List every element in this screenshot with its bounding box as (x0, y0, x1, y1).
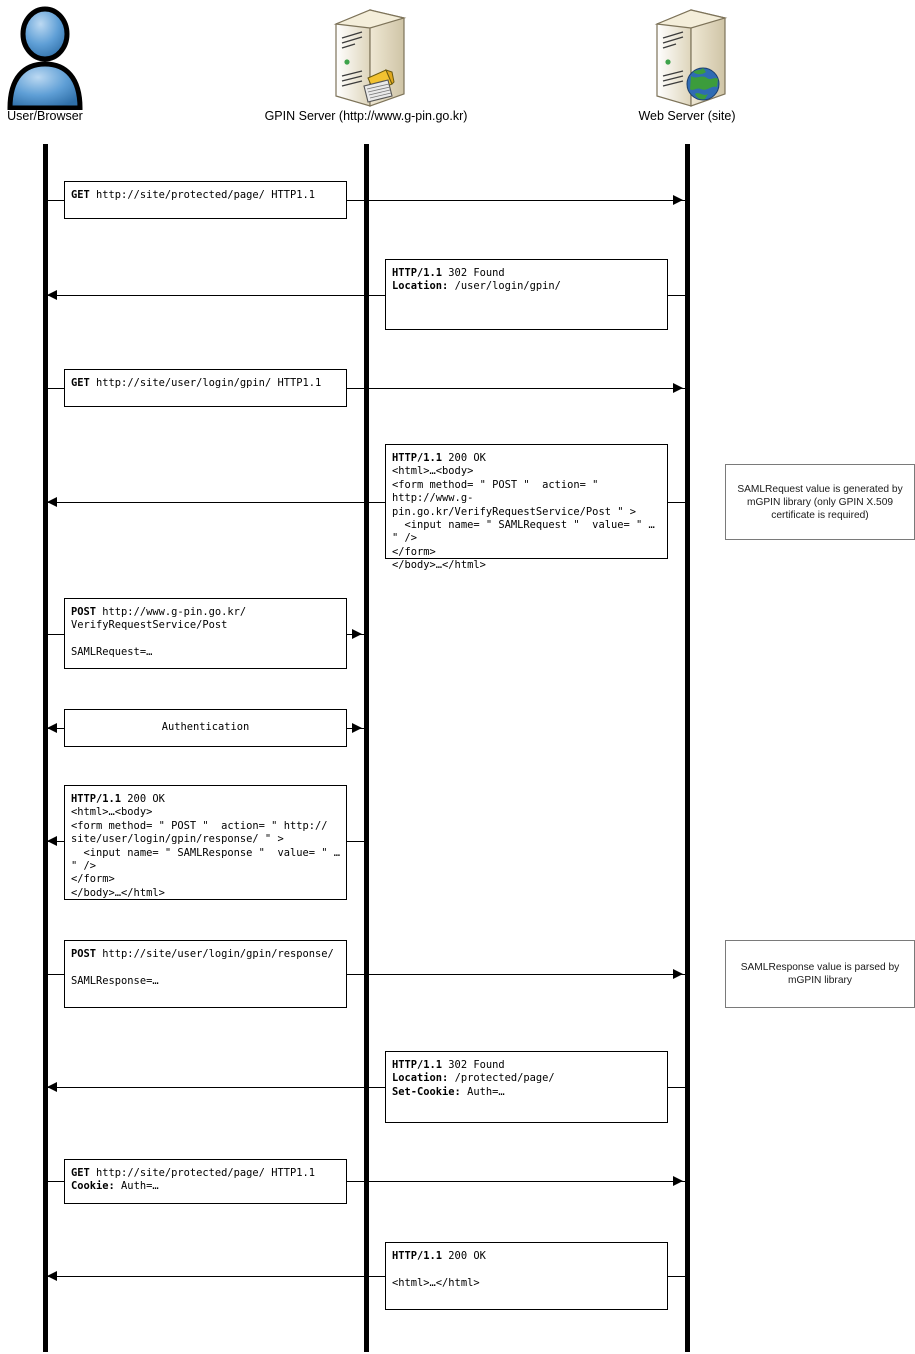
message-keyword: HTTP/1.1 (392, 1059, 443, 1071)
arrow-head-m6-right (352, 723, 362, 733)
message-keyword: HTTP/1.1 (392, 1250, 443, 1262)
message-box-m11[interactable]: HTTP/1.1 200 OK <html>…</html> (385, 1242, 668, 1310)
arrow-line-m8 (45, 974, 685, 975)
message-keyword: Set-Cookie: (392, 1085, 461, 1098)
message-keyword: POST (71, 948, 97, 960)
globe-icon (686, 67, 720, 101)
actor-gpin-label: GPIN Server (http://www.g-pin.go.kr) (264, 109, 468, 123)
message-box-m2[interactable]: HTTP/1.1 302 Found Location: /user/login… (385, 259, 668, 330)
arrow-head-m2 (47, 290, 57, 300)
arrow-head-m4 (47, 497, 57, 507)
message-box-m9[interactable]: HTTP/1.1 302 Found Location: /protected/… (385, 1051, 668, 1123)
arrow-head-m8 (673, 969, 683, 979)
lifeline-user (43, 144, 48, 1352)
message-keyword: GET (71, 377, 90, 389)
lifeline-gpin (364, 144, 369, 1352)
message-keyword: GET (71, 1167, 90, 1179)
arrow-line-m11 (45, 1276, 685, 1277)
arrow-line-m2 (45, 295, 685, 296)
message-keyword: Location: (392, 1072, 449, 1085)
arrow-line-m9 (45, 1087, 685, 1088)
message-box-m4[interactable]: HTTP/1.1 200 OK <html>…<body> <form meth… (385, 444, 668, 571)
arrow-line-m1 (45, 200, 685, 201)
message-box-m7[interactable]: HTTP/1.1 200 OK <html>…<body> <form meth… (64, 785, 347, 900)
arrow-head-m7 (47, 836, 57, 846)
message-box-m5[interactable]: POST http://www.g-pin.go.kr/ VerifyReque… (64, 598, 347, 669)
arrow-head-m1 (673, 195, 683, 205)
arrow-line-m3 (45, 388, 685, 389)
message-keyword: HTTP/1.1 (392, 452, 443, 464)
actor-web-label: Web Server (site) (638, 109, 736, 123)
actor-web: Web Server (site) (567, 2, 807, 124)
actor-user: User/Browser (0, 2, 90, 124)
message-box-m8[interactable]: POST http://site/user/login/gpin/respons… (64, 940, 347, 1008)
user-icon (0, 2, 90, 110)
server-pen-icon (206, 2, 526, 110)
message-box-m6[interactable]: Authentication (64, 709, 347, 747)
note-box-samlrequest: SAMLRequest value is generated by mGPIN … (725, 464, 915, 540)
message-keyword: HTTP/1.1 (71, 793, 122, 805)
lifeline-web (685, 144, 690, 1352)
arrow-line-m4 (45, 502, 685, 503)
arrow-head-m10 (673, 1176, 683, 1186)
message-box-m1[interactable]: GET http://site/protected/page/ HTTP1.1 (64, 181, 347, 219)
arrow-head-m9 (47, 1082, 57, 1092)
message-keyword: HTTP/1.1 (392, 267, 443, 279)
arrow-line-m10 (45, 1181, 685, 1182)
arrow-head-m6-left (47, 723, 57, 733)
arrow-head-m11 (47, 1271, 57, 1281)
actor-gpin: GPIN Server (http://www.g-pin.go.kr) (206, 2, 526, 124)
arrow-head-m5 (352, 629, 362, 639)
message-box-m10[interactable]: GET http://site/protected/page/ HTTP1.1 … (64, 1159, 347, 1204)
arrow-head-m3 (673, 383, 683, 393)
message-box-m3[interactable]: GET http://site/user/login/gpin/ HTTP1.1 (64, 369, 347, 407)
actor-user-label: User/Browser (7, 109, 83, 123)
message-text: Authentication (161, 721, 250, 734)
message-keyword: GET (71, 189, 90, 201)
note-box-samlresponse: SAMLResponse value is parsed by mGPIN li… (725, 940, 915, 1008)
message-keyword: Location: (392, 280, 449, 293)
message-keyword: Cookie: (71, 1180, 115, 1193)
message-keyword: POST (71, 606, 97, 618)
server-globe-icon (567, 2, 807, 110)
